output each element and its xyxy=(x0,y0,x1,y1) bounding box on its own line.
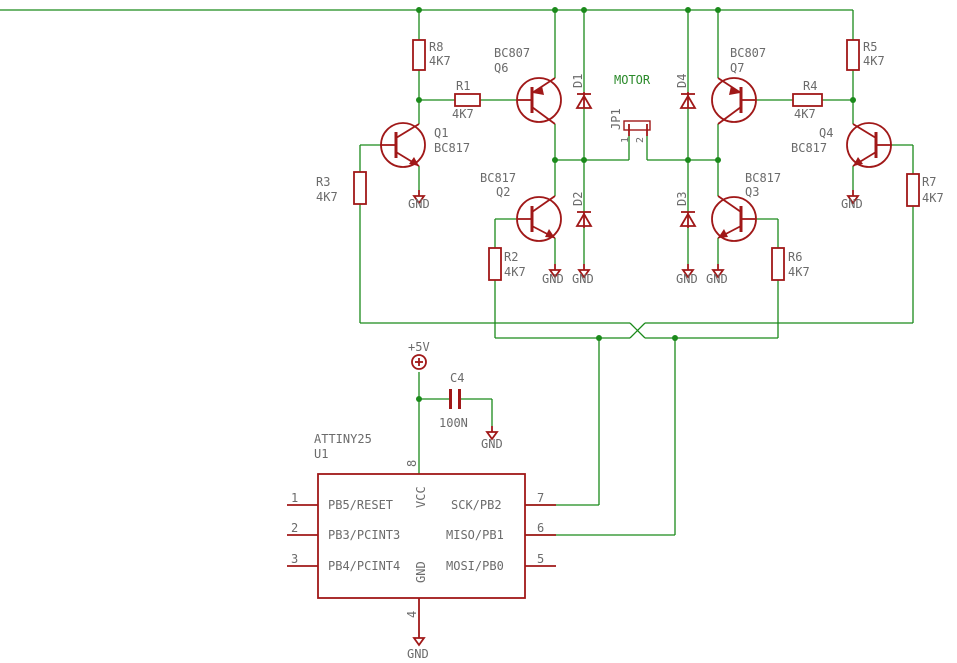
gnd-label-q4: GND xyxy=(841,197,863,211)
d4-name: D4 xyxy=(675,74,689,88)
u1-name: U1 xyxy=(314,447,328,461)
u1-pin2-label: PB3/PCINT3 xyxy=(328,528,400,542)
ground-symbols: GND GND GND GND GND GND GND GND xyxy=(407,189,863,661)
d3-name: D3 xyxy=(675,192,689,206)
u1-pin5-label: MOSI/PB0 xyxy=(446,559,504,573)
u1-pin8-num: 8 xyxy=(405,460,419,467)
q4-value: BC817 xyxy=(791,141,827,155)
r7-value: 4K7 xyxy=(922,191,944,205)
gnd-label-d3: GND xyxy=(676,272,698,286)
u1-pin6-num: 6 xyxy=(537,521,544,535)
gnd-label-u1: GND xyxy=(407,647,429,661)
diode-d3: D3 xyxy=(675,192,697,228)
resistor-r1: R1 4K7 xyxy=(452,79,481,121)
supply-5v: +5V xyxy=(408,340,430,370)
resistor-r2: R2 4K7 xyxy=(488,247,526,281)
r6-value: 4K7 xyxy=(788,265,810,279)
r5-name: R5 xyxy=(863,40,877,54)
jp1-label: MOTOR xyxy=(614,73,651,87)
transistor-q1: Q1 BC817 xyxy=(380,122,470,168)
r8-name: R8 xyxy=(429,40,443,54)
u1-pin6-label: MISO/PB1 xyxy=(446,528,504,542)
d2-name: D2 xyxy=(571,192,585,206)
transistor-q4: Q4 BC817 xyxy=(791,122,892,168)
gnd-label-q1: GND xyxy=(408,197,430,211)
resistor-r4: R4 4K7 xyxy=(792,79,823,121)
u1-pin7-num: 7 xyxy=(537,491,544,505)
q3-value: BC817 xyxy=(745,171,781,185)
q2-name: Q2 xyxy=(496,185,510,199)
r2-name: R2 xyxy=(504,250,518,264)
q3-name: Q3 xyxy=(745,185,759,199)
diode-d1: D1 xyxy=(571,74,593,109)
jp1-name: JP1 xyxy=(609,108,623,130)
c4-value: 100N xyxy=(439,416,468,430)
q6-value: BC807 xyxy=(494,46,530,60)
u1-vcc-label: VCC xyxy=(414,486,428,508)
u1-pin7-label: SCK/PB2 xyxy=(451,498,502,512)
r8-value: 4K7 xyxy=(429,54,451,68)
u1-pin5-num: 5 xyxy=(537,552,544,566)
r4-name: R4 xyxy=(803,79,817,93)
r4-value: 4K7 xyxy=(794,107,816,121)
q2-value: BC817 xyxy=(480,171,516,185)
r3-name: R3 xyxy=(316,175,330,189)
gnd-label-d2: GND xyxy=(572,272,594,286)
resistor-r6: R6 4K7 xyxy=(771,247,810,281)
r6-name: R6 xyxy=(788,250,802,264)
jp1-pin1: 1 xyxy=(620,137,631,143)
q7-name: Q7 xyxy=(730,61,744,75)
r5-value: 4K7 xyxy=(863,54,885,68)
d1-name: D1 xyxy=(571,74,585,88)
r1-value: 4K7 xyxy=(452,107,474,121)
connector-jp1: MOTOR JP1 1 2 xyxy=(609,73,651,143)
q7-value: BC807 xyxy=(730,46,766,60)
u1-pin4-num: 4 xyxy=(405,611,419,618)
u1-pin1-num: 1 xyxy=(291,491,298,505)
transistor-q7: BC807 Q7 xyxy=(711,46,766,125)
ic-u1: ATTINY25 U1 1 2 3 PB5/RESET PB3/PCINT3 P… xyxy=(287,432,556,632)
resistor-r5: R5 4K7 xyxy=(846,39,885,71)
diode-d4: D4 xyxy=(675,74,697,109)
gnd-label-c4: GND xyxy=(481,437,503,451)
junctions xyxy=(416,7,856,402)
gnd-label-q3: GND xyxy=(706,272,728,286)
u1-gnd-label: GND xyxy=(414,561,428,583)
q6-name: Q6 xyxy=(494,61,508,75)
supply-label: +5V xyxy=(408,340,430,354)
u1-part: ATTINY25 xyxy=(314,432,372,446)
r3-value: 4K7 xyxy=(316,190,338,204)
u1-pin3-label: PB4/PCINT4 xyxy=(328,559,400,573)
c4-name: C4 xyxy=(450,371,464,385)
diode-d2: D2 xyxy=(571,192,593,228)
r1-name: R1 xyxy=(456,79,470,93)
q1-value: BC817 xyxy=(434,141,470,155)
q4-name: Q4 xyxy=(819,126,833,140)
r7-name: R7 xyxy=(922,175,936,189)
resistor-r7: R7 4K7 xyxy=(906,173,944,207)
gnd-label-q2: GND xyxy=(542,272,564,286)
resistor-r3: R3 4K7 xyxy=(316,171,367,205)
q1-name: Q1 xyxy=(434,126,448,140)
r2-value: 4K7 xyxy=(504,265,526,279)
transistor-q6: BC807 Q6 xyxy=(494,46,562,125)
jp1-pin2: 2 xyxy=(635,137,646,143)
u1-pin3-num: 3 xyxy=(291,552,298,566)
resistor-r8: R8 4K7 xyxy=(412,39,451,71)
capacitor-c4: C4 100N xyxy=(439,371,468,430)
transistor-q3: BC817 Q3 xyxy=(711,171,781,242)
transistor-q2: BC817 Q2 xyxy=(480,171,562,242)
u1-pin2-num: 2 xyxy=(291,521,298,535)
u1-pin1-label: PB5/RESET xyxy=(328,498,393,512)
